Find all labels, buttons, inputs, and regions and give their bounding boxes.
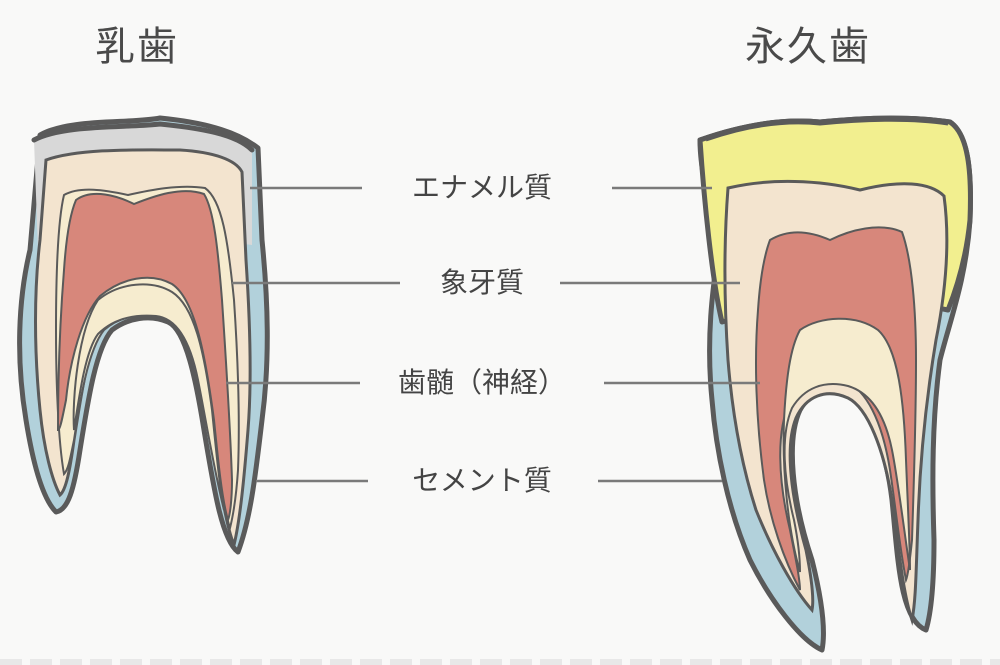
label-enamel: エナメル質 [411, 171, 552, 204]
permanent-root-dentin [782, 317, 911, 573]
leader-lines [226, 186, 760, 483]
bottom-border-decoration [0, 659, 1000, 665]
label-pulp: 歯髄（神経） [397, 366, 566, 399]
label-cementum: セメント質 [412, 464, 552, 497]
permanent-tooth-title: 永久歯 [745, 24, 871, 70]
primary-root-dentin [72, 283, 225, 511]
permanent-pulp [755, 226, 918, 591]
primary-crown-top [31, 121, 255, 153]
primary-tooth-title: 乳歯 [95, 24, 179, 70]
permanent-crown-top [705, 118, 949, 142]
label-dentin: 象牙質 [439, 266, 524, 299]
primary-tooth [17, 115, 270, 555]
permanent-tooth [697, 115, 973, 653]
